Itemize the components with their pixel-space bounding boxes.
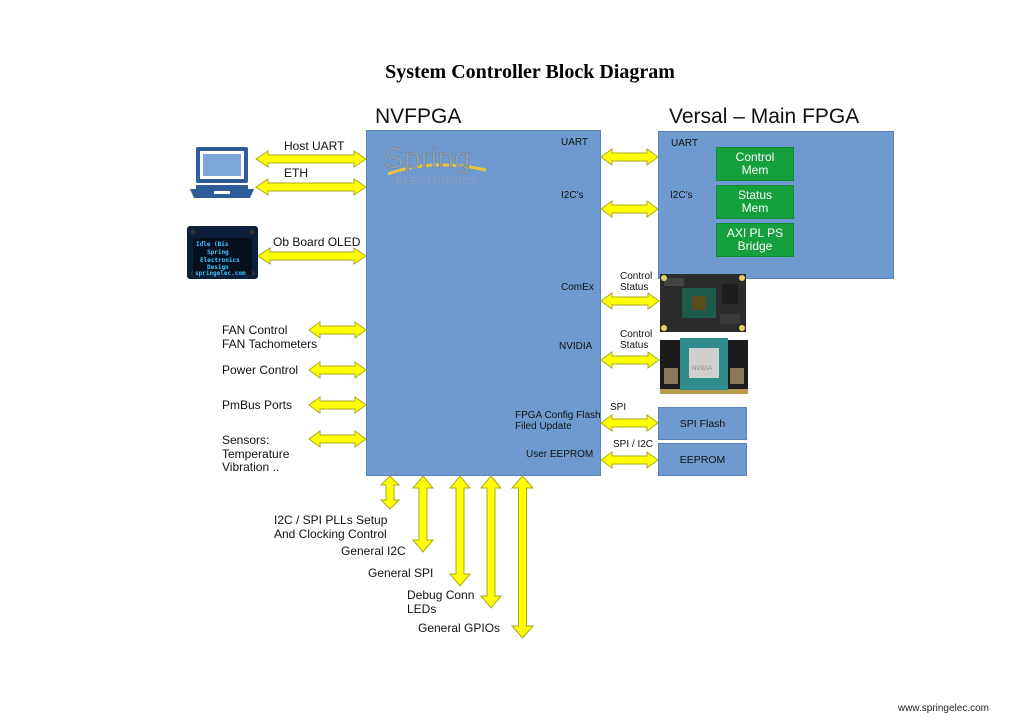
- power-control-arrow: [308, 361, 367, 379]
- footer-url[interactable]: www.springelec.com: [897, 703, 989, 714]
- control-mem-block: Control Mem: [716, 147, 794, 181]
- comex-arrow: [600, 292, 660, 310]
- host-uart-arrow: [255, 150, 367, 168]
- spi-i2c-arrow: [600, 451, 659, 469]
- nvfpga-port-i2c: I2C's: [561, 190, 584, 201]
- nvfpga-port-uart: UART: [561, 137, 589, 148]
- axi-pl-ps-bridge-block: AXI PL PS Bridge: [716, 223, 794, 257]
- nvidia-module-icon: NVIDIA: [660, 338, 748, 395]
- general-gpio-label: General GPIOs: [418, 621, 501, 635]
- fan-label: FAN Control FAN Tachometers: [222, 323, 318, 351]
- general-i2c-label: General I2C: [341, 544, 406, 558]
- pmbus-label: PmBus Ports: [222, 398, 293, 412]
- spi-arrow: [600, 414, 659, 432]
- power-control-label: Power Control: [222, 363, 299, 377]
- fan-arrow: [308, 321, 367, 339]
- debug-conn-label: Debug Conn LEDs: [407, 588, 475, 616]
- spi-label: SPI: [610, 402, 627, 413]
- svg-text:Electronics: Electronics: [200, 257, 240, 264]
- comex-module-icon: [660, 274, 746, 332]
- diagram-title: System Controller Block Diagram: [385, 61, 675, 83]
- general-spi-label: General SPI: [368, 566, 434, 580]
- eth-arrow: [255, 178, 367, 196]
- logo-spring-text: Spring: [384, 142, 471, 175]
- nvfpga-label: NVFPGA: [375, 105, 462, 128]
- svg-text:Idle (Bis: Idle (Bis: [196, 241, 229, 248]
- comex-link-label: Control Status: [620, 271, 653, 293]
- versal-port-uart: UART: [671, 138, 699, 149]
- nvfpga-port-nvidia: NVIDIA: [559, 341, 593, 352]
- nvfpga-port-comex: ComEx: [561, 282, 594, 293]
- spring-electronics-logo: Spring ELECTRONICS: [382, 140, 492, 188]
- i2c-link-arrow: [600, 200, 659, 218]
- eeprom-block: EEPROM: [658, 443, 747, 476]
- debug-conn-arrow: [479, 475, 503, 609]
- oled-arrow: [257, 247, 367, 265]
- pmbus-arrow: [308, 396, 367, 414]
- versal-port-i2c: I2C's: [670, 190, 693, 201]
- laptop-icon: [188, 145, 256, 202]
- general-spi-arrow: [448, 475, 472, 587]
- status-mem-block: Status Mem: [716, 185, 794, 219]
- sensors-arrow: [308, 430, 367, 448]
- oled-label: Ob Board OLED: [273, 235, 361, 249]
- versal-label: Versal – Main FPGA: [669, 105, 860, 128]
- nvfpga-port-user-eeprom: User EEPROM: [526, 449, 594, 460]
- sensors-label: Sensors: Temperature Vibration ..: [222, 433, 290, 474]
- pll-label: I2C / SPI PLLs Setup And Clocking Contro…: [274, 513, 388, 541]
- spi-i2c-label: SPI / I2C: [613, 439, 654, 450]
- spi-flash-block: SPI Flash: [658, 407, 747, 440]
- oled-display-icon: Idle (Bis Spring Electronics Design spri…: [187, 226, 258, 279]
- general-i2c-arrow: [411, 475, 435, 553]
- nvidia-link-label: Control Status: [620, 329, 653, 351]
- uart-link-arrow: [600, 148, 659, 166]
- svg-text:NVIDIA: NVIDIA: [692, 366, 712, 372]
- general-gpio-arrow: [510, 475, 535, 639]
- host-uart-label: Host UART: [284, 139, 345, 153]
- nvidia-arrow: [600, 351, 660, 369]
- svg-text:springelec.com: springelec.com: [195, 270, 246, 277]
- pll-arrow: [379, 475, 401, 510]
- logo-electronics-text: ELECTRONICS: [396, 176, 478, 187]
- nvfpga-port-config-flash: FPGA Config Flash Filed Update: [515, 410, 601, 432]
- svg-text:Design: Design: [207, 264, 229, 271]
- eth-label: ETH: [284, 166, 308, 180]
- svg-text:Spring: Spring: [207, 249, 229, 256]
- nvfpga-block: [366, 130, 601, 476]
